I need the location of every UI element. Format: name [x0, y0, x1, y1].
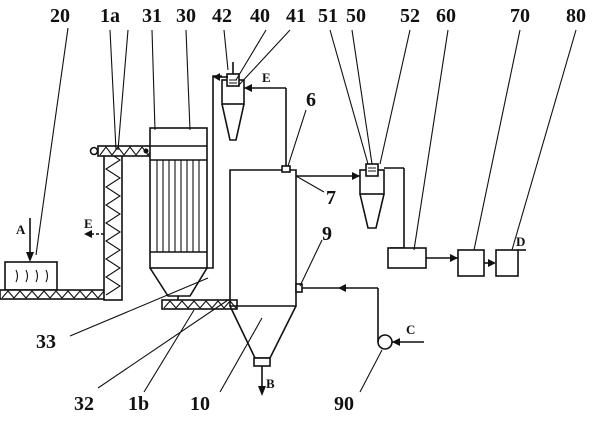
label-52: 52 — [400, 5, 420, 27]
label-9: 9 — [322, 223, 332, 245]
label-40: 40 — [250, 5, 270, 27]
label-7: 7 — [326, 187, 336, 209]
stream-e-top-arrow — [244, 84, 287, 168]
stream-label-c: C — [406, 322, 415, 337]
reactor-10 — [229, 165, 303, 396]
label-50: 50 — [346, 5, 366, 27]
feed-hopper-20 — [4, 261, 58, 291]
screw-conveyor-1b — [161, 296, 238, 310]
stream-a-arrow — [26, 218, 34, 262]
motor-icon — [89, 146, 99, 156]
dryer-tubes — [156, 160, 200, 252]
stream-e-left-arrow — [84, 230, 104, 238]
stream-label-b: B — [266, 376, 275, 391]
label-42: 42 — [212, 5, 232, 27]
leader-lines — [35, 27, 577, 393]
label-6: 6 — [306, 89, 316, 111]
cyclone-50 — [359, 163, 405, 249]
reactor-to-cyclone-50-line — [296, 172, 360, 180]
screw-conveyor-1a — [89, 145, 183, 301]
unit-80 — [495, 249, 526, 277]
label-80: 80 — [566, 5, 586, 27]
cyclone-40-top-outlet — [213, 62, 234, 81]
label-70: 70 — [510, 5, 530, 27]
unit-60 — [387, 247, 458, 269]
stream-label-e-top: E — [262, 70, 271, 85]
dryer-30 — [149, 75, 222, 297]
label-60: 60 — [436, 5, 456, 27]
pump-90 — [302, 284, 424, 350]
bottom-screw-conveyor — [0, 289, 107, 300]
label-32: 32 — [74, 393, 94, 415]
stream-label-a: A — [16, 222, 26, 237]
stream-label-d: D — [516, 234, 525, 249]
unit-70 — [457, 249, 496, 277]
label-33: 33 — [36, 331, 56, 353]
label-20: 20 — [50, 5, 70, 27]
label-31: 31 — [142, 5, 162, 27]
label-30: 30 — [176, 5, 196, 27]
stream-label-e-left: E — [84, 216, 93, 231]
label-90: 90 — [334, 393, 354, 415]
label-1b: 1b — [128, 393, 149, 415]
label-10: 10 — [190, 393, 210, 415]
label-1a: 1a — [100, 5, 120, 27]
label-51: 51 — [318, 5, 338, 27]
label-41: 41 — [286, 5, 306, 27]
